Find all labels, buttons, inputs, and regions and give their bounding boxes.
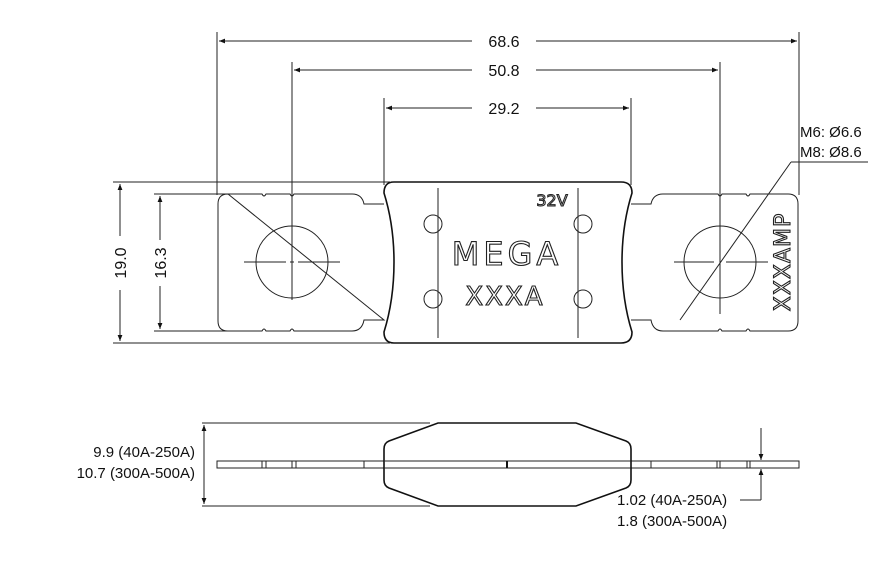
terminal-thickness-small: 1.02 (40A-250A) xyxy=(617,492,727,509)
rivet xyxy=(423,289,443,309)
dimension-text: 50.8 xyxy=(488,63,519,80)
dimension-body-length: 29.2 xyxy=(386,101,629,118)
rivet xyxy=(573,289,593,309)
dimension-text: 16.3 xyxy=(153,247,170,278)
hole-callout-m6: M6: Ø6.6 xyxy=(800,124,862,141)
left-terminal xyxy=(217,193,386,332)
dimension-hole-center-distance: 50.8 xyxy=(294,63,718,80)
rivet xyxy=(423,214,443,234)
rating-marking: XXXA xyxy=(465,282,544,312)
rivet xyxy=(573,214,593,234)
hole-callout: M6: Ø6.6 M8: Ø8.6 xyxy=(679,124,868,321)
top-view: 68.6 50.8 29.2 19.0 16.3 xyxy=(113,32,868,344)
dimension-text: 19.0 xyxy=(113,247,130,278)
dimension-text: 68.6 xyxy=(488,34,519,51)
fuse-body: 32V MEGA XXXA xyxy=(383,181,633,344)
side-view: 9.9 (40A-250A) 10.7 (300A-500A) 1.02 (40… xyxy=(77,422,800,530)
right-terminal: XXXAMP xyxy=(631,193,799,332)
brand-marking: MEGA xyxy=(452,235,563,273)
terminal-thickness-large: 1.8 (300A-500A) xyxy=(617,513,727,530)
dimension-overall-height: 19.0 xyxy=(113,184,130,341)
dimension-terminal-height: 16.3 xyxy=(153,196,170,329)
hole-callout-m8: M8: Ø8.6 xyxy=(800,144,862,161)
dimension-text: 29.2 xyxy=(488,101,519,118)
fuse-body-profile xyxy=(383,422,632,507)
body-thickness-large: 10.7 (300A-500A) xyxy=(77,465,195,482)
voltage-marking: 32V xyxy=(536,191,567,210)
terminal-marking: XXXAMP xyxy=(771,213,796,312)
dimension-overall-length: 68.6 xyxy=(219,34,797,51)
body-thickness-small: 9.9 (40A-250A) xyxy=(93,444,195,461)
